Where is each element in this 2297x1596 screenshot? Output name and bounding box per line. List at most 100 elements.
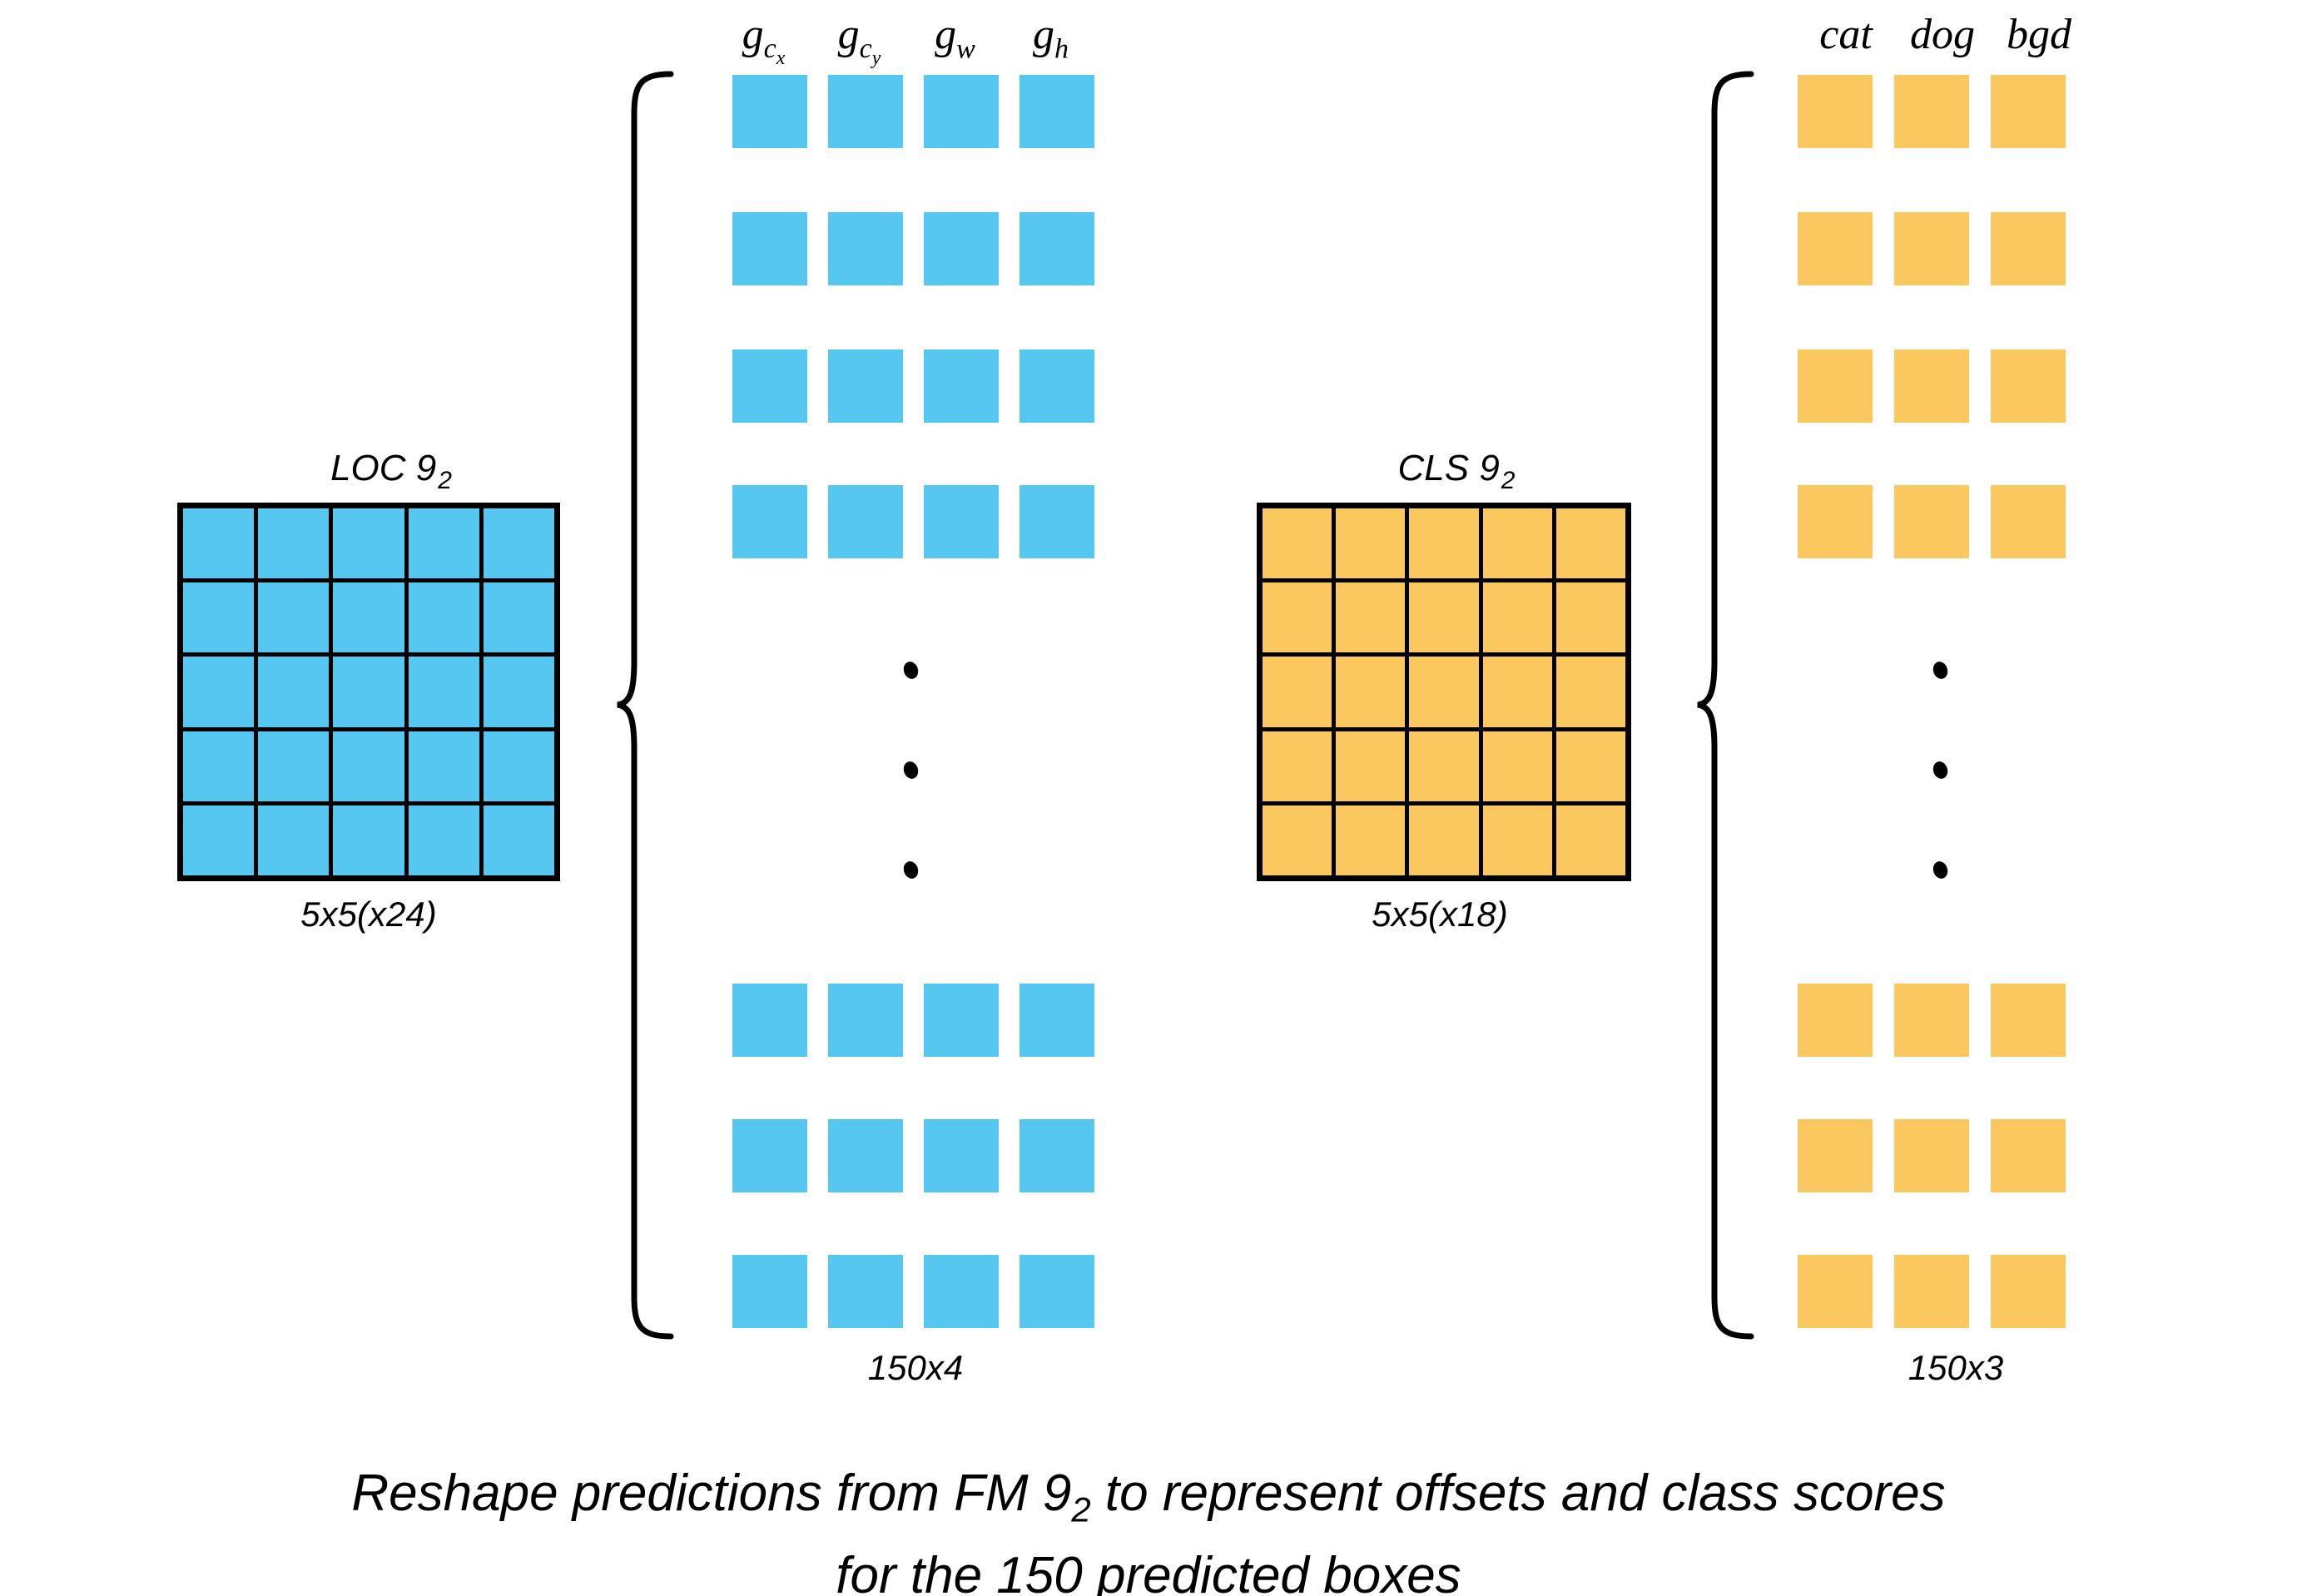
loc-reshape-top-square[interactable]	[1020, 349, 1094, 423]
loc-feature-map-cell[interactable]	[483, 508, 554, 579]
loc-feature-map-cell[interactable]	[183, 657, 255, 727]
cls-feature-map-cell[interactable]	[1482, 805, 1552, 875]
cls-reshape-top-square[interactable]	[1894, 75, 1969, 148]
cls-feature-map-cell[interactable]	[1555, 805, 1625, 875]
loc-reshape-top-square[interactable]	[828, 75, 903, 148]
cls-reshape-bottom-square[interactable]	[1991, 1119, 2066, 1192]
loc-reshape-bottom-square[interactable]	[924, 1119, 999, 1192]
loc-feature-map-grid[interactable]	[177, 503, 560, 881]
loc-feature-map-cell[interactable]	[183, 805, 255, 875]
loc-reshape-bottom-square[interactable]	[1020, 1119, 1094, 1192]
loc-feature-map-cell[interactable]	[483, 805, 554, 875]
loc-feature-map-cell[interactable]	[408, 508, 479, 579]
cls-reshape-bottom-square[interactable]	[1991, 1255, 2066, 1328]
loc-reshape-top-square[interactable]	[828, 349, 903, 423]
cls-feature-map-cell[interactable]	[1336, 731, 1406, 801]
cls-reshape-top-square[interactable]	[1798, 212, 1873, 285]
loc-feature-map-cell[interactable]	[258, 731, 330, 801]
loc-feature-map-cell[interactable]	[333, 805, 404, 875]
loc-reshape-top-square[interactable]	[732, 349, 807, 423]
cls-feature-map-cell[interactable]	[1263, 582, 1332, 653]
loc-feature-map-cell[interactable]	[408, 731, 479, 801]
loc-feature-map-cell[interactable]	[258, 657, 330, 727]
cls-feature-map-cell[interactable]	[1482, 657, 1552, 727]
cls-feature-map-cell[interactable]	[1409, 508, 1479, 579]
cls-reshape-bottom-square[interactable]	[1798, 1119, 1873, 1192]
cls-feature-map-cell[interactable]	[1482, 731, 1552, 801]
loc-reshape-top-square[interactable]	[732, 212, 807, 285]
loc-reshape-top-square[interactable]	[1020, 75, 1094, 148]
cls-reshape-top-square[interactable]	[1798, 349, 1873, 423]
loc-reshape-bottom-square[interactable]	[828, 984, 903, 1057]
cls-reshape-top-square[interactable]	[1991, 485, 2066, 558]
cls-reshape-top-square[interactable]	[1991, 75, 2066, 148]
loc-reshape-bottom-square[interactable]	[828, 1119, 903, 1192]
cls-reshape-top-square[interactable]	[1894, 349, 1969, 423]
loc-reshape-bottom-square[interactable]	[732, 1255, 807, 1328]
cls-feature-map-cell[interactable]	[1482, 582, 1552, 653]
loc-reshape-bottom-square[interactable]	[924, 1255, 999, 1328]
cls-reshape-top-square[interactable]	[1798, 75, 1873, 148]
loc-feature-map-cell[interactable]	[183, 508, 255, 579]
cls-feature-map-cell[interactable]	[1409, 582, 1479, 653]
loc-feature-map-cell[interactable]	[408, 582, 479, 653]
loc-feature-map-cell[interactable]	[258, 508, 330, 579]
cls-reshape-bottom-square[interactable]	[1894, 984, 1969, 1057]
loc-feature-map-cell[interactable]	[408, 805, 479, 875]
cls-reshape-top-square[interactable]	[1798, 485, 1873, 558]
loc-reshape-top-square[interactable]	[732, 485, 807, 558]
loc-reshape-top-square[interactable]	[924, 349, 999, 423]
cls-reshape-top-square[interactable]	[1894, 212, 1969, 285]
cls-reshape-top-square[interactable]	[1991, 212, 2066, 285]
loc-feature-map-cell[interactable]	[483, 657, 554, 727]
cls-feature-map-cell[interactable]	[1555, 582, 1625, 653]
loc-reshape-bottom-square[interactable]	[1020, 984, 1094, 1057]
cls-feature-map-cell[interactable]	[1263, 508, 1332, 579]
cls-feature-map-cell[interactable]	[1409, 805, 1479, 875]
cls-feature-map-cell[interactable]	[1555, 731, 1625, 801]
cls-feature-map-grid[interactable]	[1257, 503, 1631, 881]
loc-reshape-top-square[interactable]	[828, 212, 903, 285]
cls-reshape-bottom-square[interactable]	[1991, 984, 2066, 1057]
loc-reshape-bottom-square[interactable]	[732, 984, 807, 1057]
cls-feature-map-cell[interactable]	[1336, 657, 1406, 727]
cls-reshape-top-square[interactable]	[1991, 349, 2066, 423]
loc-feature-map-cell[interactable]	[483, 731, 554, 801]
cls-feature-map-cell[interactable]	[1336, 582, 1406, 653]
loc-reshape-top-square[interactable]	[924, 485, 999, 558]
loc-feature-map-cell[interactable]	[183, 731, 255, 801]
cls-feature-map-cell[interactable]	[1555, 508, 1625, 579]
cls-feature-map-cell[interactable]	[1409, 657, 1479, 727]
loc-feature-map-cell[interactable]	[258, 582, 330, 653]
loc-reshape-top-square[interactable]	[1020, 212, 1094, 285]
cls-feature-map-cell[interactable]	[1409, 731, 1479, 801]
cls-feature-map-cell[interactable]	[1482, 508, 1552, 579]
loc-reshape-bottom-square[interactable]	[924, 984, 999, 1057]
loc-reshape-bottom-square[interactable]	[1020, 1255, 1094, 1328]
loc-reshape-bottom-square[interactable]	[732, 1119, 807, 1192]
loc-feature-map-cell[interactable]	[483, 582, 554, 653]
loc-reshape-top-square[interactable]	[1020, 485, 1094, 558]
loc-reshape-bottom-square[interactable]	[828, 1255, 903, 1328]
cls-feature-map-cell[interactable]	[1555, 657, 1625, 727]
loc-reshape-top-square[interactable]	[732, 75, 807, 148]
loc-feature-map-cell[interactable]	[333, 508, 404, 579]
loc-reshape-top-square[interactable]	[924, 75, 999, 148]
loc-reshape-top-square[interactable]	[924, 212, 999, 285]
cls-feature-map-cell[interactable]	[1336, 508, 1406, 579]
cls-reshape-bottom-square[interactable]	[1798, 1255, 1873, 1328]
cls-feature-map-cell[interactable]	[1263, 731, 1332, 801]
loc-reshape-top-square[interactable]	[828, 485, 903, 558]
loc-feature-map-cell[interactable]	[333, 731, 404, 801]
cls-reshape-bottom-square[interactable]	[1798, 984, 1873, 1057]
cls-reshape-top-square[interactable]	[1894, 485, 1969, 558]
cls-feature-map-cell[interactable]	[1336, 805, 1406, 875]
cls-reshape-bottom-square[interactable]	[1894, 1255, 1969, 1328]
cls-feature-map-cell[interactable]	[1263, 657, 1332, 727]
loc-feature-map-cell[interactable]	[408, 657, 479, 727]
cls-reshape-bottom-square[interactable]	[1894, 1119, 1969, 1192]
loc-feature-map-cell[interactable]	[333, 657, 404, 727]
loc-feature-map-cell[interactable]	[333, 582, 404, 653]
loc-feature-map-cell[interactable]	[183, 582, 255, 653]
loc-feature-map-cell[interactable]	[258, 805, 330, 875]
